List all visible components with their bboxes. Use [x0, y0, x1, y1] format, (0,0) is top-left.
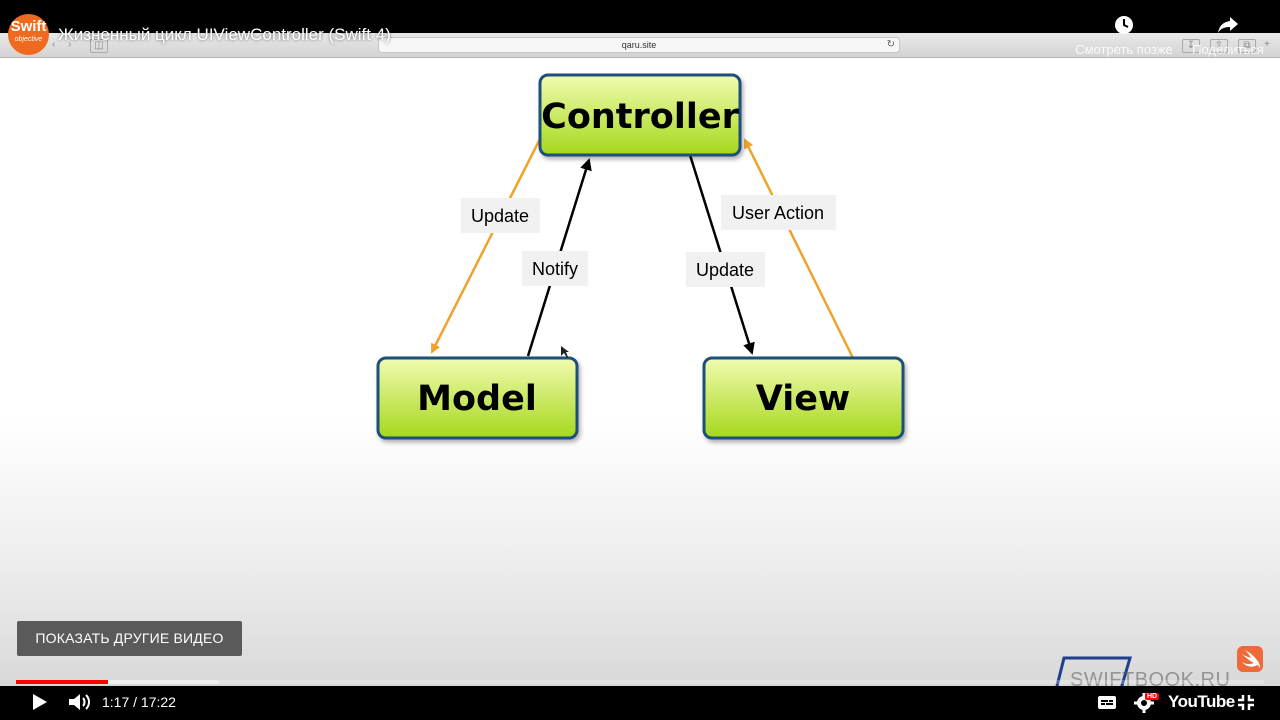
exit-fullscreen-button[interactable]: [1236, 690, 1256, 714]
mute-button[interactable]: [66, 690, 92, 714]
watch-later-button[interactable]: Смотреть позже: [1074, 14, 1174, 57]
time-total: 17:22: [140, 694, 176, 710]
url-text: qaru.site: [621, 40, 657, 50]
fullscreen-exit-icon: [1236, 695, 1256, 718]
share-icon: [1178, 14, 1278, 36]
address-bar: qaru.site ↻: [378, 37, 900, 53]
share-sheet-icon: ⇧: [1210, 39, 1228, 53]
node-view: View: [702, 356, 905, 440]
time-display: 1:17 / 17:22: [102, 693, 176, 711]
node-label-view: View: [756, 379, 851, 419]
volume-icon: [66, 694, 92, 718]
progress-played: [16, 680, 109, 684]
watermark-text: SWIFTBOOK.RU: [1070, 669, 1231, 691]
clock-icon: [1074, 14, 1174, 36]
label-bg: [522, 251, 588, 286]
sidebar-icon: ◫: [90, 39, 108, 53]
share-button[interactable]: Поделиться: [1178, 14, 1278, 57]
channel-logo-text: Swift: [10, 18, 47, 35]
label-bg: [721, 195, 836, 230]
node-label-controller: Controller: [541, 97, 739, 137]
time-current: 1:17: [102, 694, 130, 710]
browser-toolbar: ‹ › ◫ qaru.site ↻ ↧ ⇧ ⧉ +: [0, 33, 1280, 58]
title-bar: [0, 0, 1280, 33]
label-bg: [686, 252, 765, 287]
node-label-model: Model: [417, 379, 537, 419]
controls-bar: [0, 686, 1280, 720]
reload-icon: ↻: [886, 39, 895, 50]
back-icon: ‹: [52, 39, 56, 50]
play-icon: [28, 694, 50, 718]
video-title[interactable]: Жизненный цикл UIViewController (Swift 4…: [58, 25, 391, 44]
node-model: Model: [376, 356, 579, 440]
subtitles-button[interactable]: [1096, 690, 1118, 714]
edge-label-notify: Notify: [532, 259, 578, 279]
channel-logo-subtext: objective: [14, 36, 43, 43]
forward-icon: ›: [68, 39, 72, 50]
label-bg: [461, 198, 540, 233]
settings-icon: [1132, 693, 1156, 718]
edge-label-user-action: User Action: [732, 203, 824, 223]
edge-label-update-model: Update: [471, 206, 529, 226]
share-label: Поделиться: [1192, 42, 1264, 57]
progress-bar[interactable]: [16, 680, 1264, 684]
edge-label-update-view: Update: [696, 260, 754, 280]
youtube-logo[interactable]: YouTube: [1168, 692, 1235, 711]
show-more-videos-button[interactable]: ПОКАЗАТЬ ДРУГИЕ ВИДЕО: [17, 621, 242, 656]
swift-logo-icon: [1237, 646, 1263, 672]
arrow-controller-to-model: [430, 134, 544, 354]
mouse-cursor-icon: [561, 346, 569, 358]
play-button[interactable]: [28, 690, 50, 714]
node-controller: Controller: [538, 73, 742, 157]
download-icon: ↧: [1182, 39, 1200, 53]
hd-badge: HD: [1145, 693, 1160, 700]
progress-buffered: [16, 680, 220, 684]
time-separator: /: [133, 694, 138, 710]
watch-later-label: Смотреть позже: [1075, 42, 1173, 57]
channel-avatar[interactable]: Swift objective: [8, 14, 49, 55]
subtitles-icon: [1096, 696, 1118, 718]
new-tab-icon: +: [1264, 39, 1270, 50]
arrow-view-to-controller: [743, 138, 855, 359]
tabs-icon: ⧉: [1238, 39, 1256, 53]
